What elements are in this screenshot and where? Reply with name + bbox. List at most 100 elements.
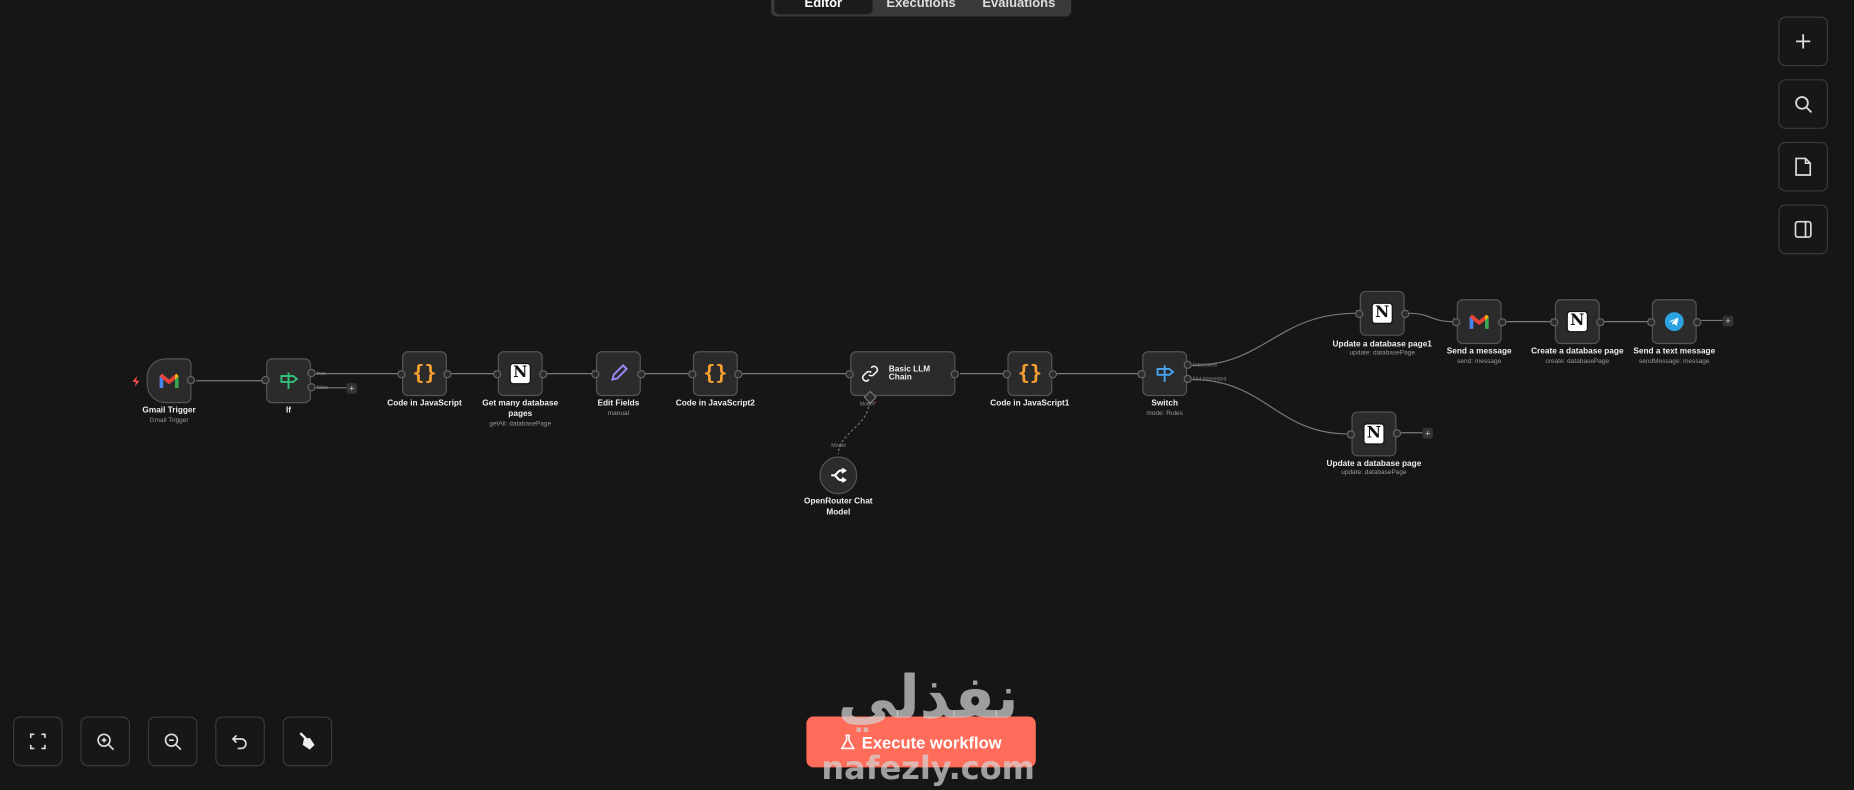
output-port[interactable] (637, 370, 646, 379)
output-port[interactable] (1498, 318, 1507, 327)
zoom-in-button[interactable] (80, 716, 131, 767)
input-port[interactable] (1346, 430, 1356, 439)
output-port[interactable] (1392, 429, 1402, 438)
node-switch[interactable] (1142, 351, 1188, 397)
flask-icon (840, 734, 855, 749)
input-port[interactable] (1355, 309, 1364, 319)
code-braces-icon: {} (1017, 361, 1042, 386)
undo-button[interactable] (215, 716, 265, 767)
input-port[interactable] (688, 370, 697, 379)
node-label: Edit Fields (597, 399, 640, 408)
node-edit-fields[interactable] (595, 351, 641, 397)
node-subtitle: sendMessage: message (1639, 358, 1710, 366)
node-update-database-page1[interactable]: N (1359, 290, 1405, 336)
output-port-false[interactable] (307, 383, 316, 392)
node-code-in-javascript1[interactable]: {} (1007, 351, 1053, 397)
output-port[interactable] (1693, 318, 1702, 327)
output-port-true[interactable] (307, 368, 316, 378)
output-port[interactable] (539, 370, 548, 379)
telegram-icon (1664, 312, 1684, 332)
search-button[interactable] (1778, 79, 1828, 129)
tab-executions[interactable]: Executions (886, 0, 956, 11)
zoom-out-icon (164, 733, 182, 751)
output-port-interested[interactable] (1183, 360, 1192, 369)
node-subtitle: Gmail Trigger (149, 417, 189, 425)
output-port[interactable] (1048, 370, 1058, 379)
notion-icon: N (1566, 310, 1588, 333)
node-create-database-page[interactable]: N (1554, 299, 1600, 345)
gmail-icon (159, 373, 179, 388)
node-label: Create a database page (1531, 347, 1624, 356)
fit-view-button[interactable] (13, 716, 63, 767)
execute-workflow-button[interactable]: Execute workflow (806, 716, 1036, 768)
node-basic-llm-chain[interactable]: Basic LLM Chain (850, 351, 956, 397)
node-code-in-javascript2[interactable]: {} (692, 351, 738, 397)
output-port[interactable] (734, 370, 743, 379)
output-port-not-interested[interactable] (1183, 374, 1192, 384)
node-if[interactable] (266, 358, 311, 404)
port-label-model-out: Model (831, 442, 846, 449)
node-label: Basic LLM Chain (888, 365, 931, 382)
panel-icon (1794, 220, 1812, 238)
input-port[interactable] (261, 376, 270, 385)
tab-evaluations[interactable]: Evaluations (982, 0, 1056, 11)
notion-icon: N (1371, 302, 1393, 324)
signpost-icon (1156, 365, 1175, 382)
sticky-note-button[interactable] (1778, 141, 1828, 192)
output-port[interactable] (950, 370, 959, 379)
search-icon (1795, 96, 1813, 113)
output-port[interactable] (186, 376, 196, 385)
input-port[interactable] (1647, 318, 1656, 327)
openrouter-icon (831, 468, 847, 483)
node-subtitle: create: databasePage (1545, 358, 1610, 366)
node-subtitle: update: databasePage (1349, 349, 1415, 358)
input-port[interactable] (493, 370, 502, 379)
input-port[interactable] (1137, 370, 1146, 379)
node-openrouter-chat-model[interactable] (819, 456, 858, 495)
node-label: Send a message (1446, 347, 1512, 356)
sticky-note-icon (1795, 157, 1812, 176)
zoom-in-icon (97, 733, 115, 751)
port-label-interested: Interested (1193, 361, 1217, 368)
node-label: Code in JavaScript (387, 399, 462, 408)
chain-link-icon (861, 365, 879, 382)
node-gmail-trigger[interactable] (146, 358, 192, 404)
fit-view-icon (29, 733, 46, 750)
node-send-a-message[interactable] (1456, 299, 1502, 345)
node-update-database-page[interactable]: N (1351, 411, 1397, 457)
notion-icon: N (1363, 423, 1385, 445)
zoom-out-button[interactable] (147, 716, 198, 767)
clear-execution-button[interactable] (282, 716, 333, 767)
execute-workflow-label: Execute workflow (861, 732, 1002, 752)
node-label: Get many database pages (482, 399, 559, 419)
input-port[interactable] (1550, 318, 1559, 327)
add-node-plus[interactable]: + (346, 383, 358, 394)
input-port[interactable] (397, 370, 406, 379)
code-braces-icon: {} (412, 361, 437, 386)
node-send-a-text-message[interactable] (1651, 299, 1697, 345)
trigger-bolt-icon (132, 376, 140, 387)
add-node-plus[interactable]: + (1422, 428, 1434, 439)
port-label-model: Model* (859, 400, 877, 407)
node-label: Code in JavaScript2 (675, 399, 755, 408)
node-label: OpenRouter Chat Model (804, 497, 873, 517)
input-port[interactable] (845, 370, 854, 379)
input-port[interactable] (1451, 318, 1461, 327)
toggle-panel-button[interactable] (1778, 204, 1828, 255)
input-port[interactable] (591, 370, 600, 379)
node-code-in-javascript[interactable]: {} (402, 351, 447, 397)
output-port[interactable] (1596, 318, 1605, 327)
input-port[interactable] (1002, 370, 1011, 379)
add-node-plus[interactable]: + (1722, 315, 1734, 327)
signpost-icon (280, 372, 299, 390)
node-get-many-database-pages[interactable]: N (497, 351, 543, 397)
add-node-button[interactable] (1778, 16, 1828, 67)
node-subtitle: manual (607, 410, 630, 418)
plus-icon (1796, 34, 1811, 49)
output-port[interactable] (443, 370, 452, 379)
view-tabs: Editor Executions Evaluations (770, 0, 1072, 17)
output-port[interactable] (1401, 309, 1410, 319)
node-label: Update a database page (1326, 459, 1422, 469)
tab-editor[interactable]: Editor (774, 0, 873, 15)
